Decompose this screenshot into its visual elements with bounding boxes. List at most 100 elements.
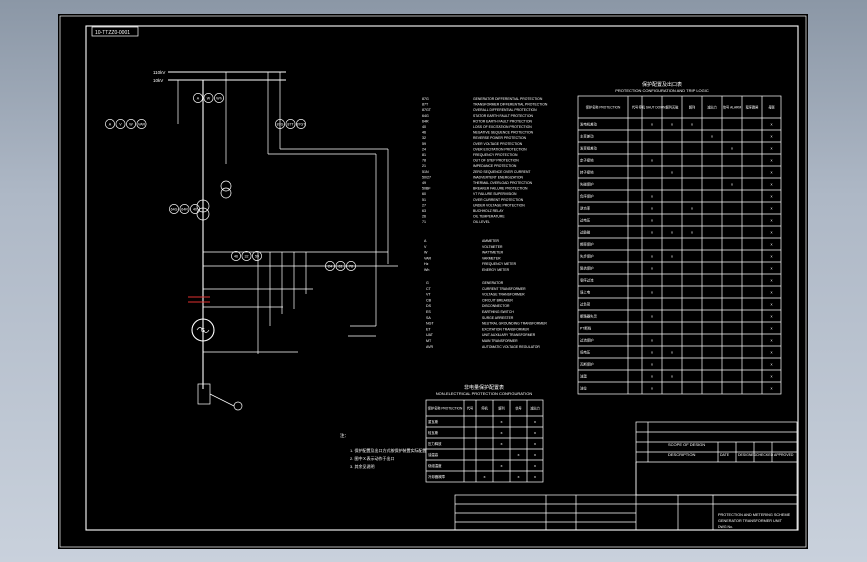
relay-label: 87G bbox=[277, 123, 284, 127]
relay-label: VAR bbox=[138, 123, 146, 127]
legend-desc: OIL TEMPERATURE bbox=[473, 215, 505, 219]
col-label-designed: DESIGNED bbox=[738, 453, 757, 457]
title-block-lower bbox=[454, 494, 798, 531]
table-header-cell: 停机 bbox=[481, 406, 488, 411]
table-mark: x bbox=[484, 474, 486, 479]
legend-code: 27 bbox=[422, 203, 426, 207]
relay-bubble bbox=[214, 93, 224, 103]
neutral-ground-box bbox=[197, 383, 211, 405]
table-mark: x bbox=[771, 278, 773, 283]
legend-code: 24 bbox=[422, 147, 426, 151]
legend-desc: UNDER VOLTAGE PROTECTION bbox=[473, 203, 525, 207]
table-mark: x bbox=[771, 326, 773, 331]
relay-bubble bbox=[325, 261, 335, 271]
relay-bubble bbox=[231, 251, 241, 261]
table-mark: x bbox=[771, 218, 773, 223]
relay-bubble bbox=[285, 119, 296, 129]
title-block-revisions bbox=[635, 421, 798, 496]
table-mark: x bbox=[731, 146, 733, 151]
table-mark: x bbox=[731, 182, 733, 187]
generator-symbol bbox=[191, 318, 215, 342]
table-row-name: 断路器失灵 bbox=[580, 313, 598, 318]
legend-device-desc: AUTOMATIC VOLTAGE REGULATOR bbox=[482, 345, 540, 349]
table-mark: x bbox=[534, 430, 536, 435]
drawing-no-label: DWG No. bbox=[718, 525, 733, 529]
relay-label: W bbox=[129, 123, 133, 127]
upper-table-title: 保护配置及出口表 bbox=[642, 81, 682, 88]
table-mark: x bbox=[771, 206, 773, 211]
table-header-cell: 程序跳闸 bbox=[746, 105, 759, 110]
relay-bubble bbox=[190, 204, 200, 214]
table-mark: x bbox=[534, 452, 536, 457]
legend-desc: OVER CURRENT PROTECTION bbox=[473, 198, 524, 202]
lower-table-subtitle: NON-ELECTRICAL PROTECTION CONFIGURATION bbox=[436, 391, 533, 396]
generator-label: G bbox=[201, 328, 205, 334]
table-row-name: 频率保护 bbox=[580, 241, 594, 246]
table-row-name: 转子接地 bbox=[580, 169, 594, 174]
ngt-link bbox=[209, 393, 235, 407]
generator-sine bbox=[196, 327, 210, 333]
legend-desc: ROTOR EARTH FAULT PROTECTION bbox=[473, 119, 532, 123]
relay-label: Wh bbox=[216, 97, 221, 101]
upper-table-subtitle: PROTECTION CONFIGURATION AND TRIP LOGIC bbox=[615, 88, 709, 93]
legend-desc: OVER EXCITATION PROTECTION bbox=[473, 147, 527, 151]
relay-bubble bbox=[275, 119, 285, 129]
table-row-name: 主变差动 bbox=[580, 133, 594, 138]
rev-description-label: DESCRIPTION bbox=[668, 452, 695, 457]
table-mark: x bbox=[651, 122, 653, 127]
table-header-cell: 信号 ALARM bbox=[723, 105, 742, 110]
table-mark: x bbox=[651, 194, 653, 199]
legend-meter-code: VAR bbox=[424, 256, 432, 260]
table-mark: x bbox=[691, 230, 693, 235]
table-mark: x bbox=[771, 362, 773, 367]
table-mark: x bbox=[771, 350, 773, 355]
table-header-cell: 减出力 bbox=[707, 105, 717, 110]
legend-device-desc: CURRENT TRANSFORMER bbox=[482, 287, 526, 291]
table-mark: x bbox=[771, 386, 773, 391]
legend-device-code: AVR bbox=[426, 345, 434, 349]
table-mark: x bbox=[771, 338, 773, 343]
table-row-name: 重瓦斯 bbox=[428, 419, 439, 424]
table-row-name: 过流保护 bbox=[580, 337, 594, 342]
table-mark: x bbox=[651, 338, 653, 343]
table-mark: x bbox=[651, 386, 653, 391]
table-mark: x bbox=[771, 302, 773, 307]
table-row-name: 瓦斯保护 bbox=[580, 361, 594, 366]
legend-desc: INADVERTENT ENERGIZATION bbox=[473, 175, 523, 179]
table-row-name: 低电压 bbox=[580, 349, 591, 354]
bus-label-2: 10kV bbox=[153, 78, 163, 83]
relay-bubble bbox=[115, 119, 126, 129]
legend-code: 59 bbox=[422, 142, 426, 146]
table-mark: x bbox=[534, 441, 536, 446]
legend-desc: OIL LEVEL bbox=[473, 220, 490, 224]
table-mark: x bbox=[671, 374, 673, 379]
relay-label: 24 bbox=[328, 265, 332, 269]
table-mark: x bbox=[771, 194, 773, 199]
table-header-cell: 保护名称 PROTECTION bbox=[586, 105, 621, 110]
table-mark: x bbox=[518, 452, 520, 457]
legend-device-desc: SURGE ARRESTER bbox=[482, 316, 514, 320]
table-row-name: 轻瓦斯 bbox=[428, 430, 439, 435]
table-mark: x bbox=[771, 158, 773, 163]
upper-table-title-block: 保护配置及出口表 PROTECTION CONFIGURATION AND TR… bbox=[615, 81, 709, 93]
legend-meter-desc: VOLTMETER bbox=[482, 245, 503, 249]
table-mark: x bbox=[651, 314, 653, 319]
note-1: 1. 保护配置及出口方式按保护装置实际配置 bbox=[350, 447, 426, 453]
legend-code: 64R bbox=[422, 119, 429, 123]
relay-bubble bbox=[335, 261, 346, 271]
table-row-name: 定子接地 bbox=[580, 157, 594, 162]
title-block: SCOPE OF DESIGN DESCRIPTION DATE DESIGNE… bbox=[454, 421, 798, 531]
table-frame bbox=[577, 95, 782, 395]
legend-code: 60 bbox=[422, 192, 426, 196]
aux-transformer-2 bbox=[220, 187, 232, 199]
legend-device-desc: EXCITATION TRANSFORMER bbox=[482, 327, 529, 331]
legend-meter-code: V bbox=[424, 245, 427, 249]
table-mark: x bbox=[691, 206, 693, 211]
legend-code: 51 bbox=[422, 198, 426, 202]
inner-border bbox=[85, 25, 799, 531]
relay-label: 87GT bbox=[297, 123, 307, 127]
legend-device-code: CT bbox=[426, 287, 432, 291]
table-row-name: 发电机差动 bbox=[580, 121, 598, 126]
table-frame bbox=[425, 399, 544, 483]
relay-label: 64R bbox=[181, 208, 188, 212]
